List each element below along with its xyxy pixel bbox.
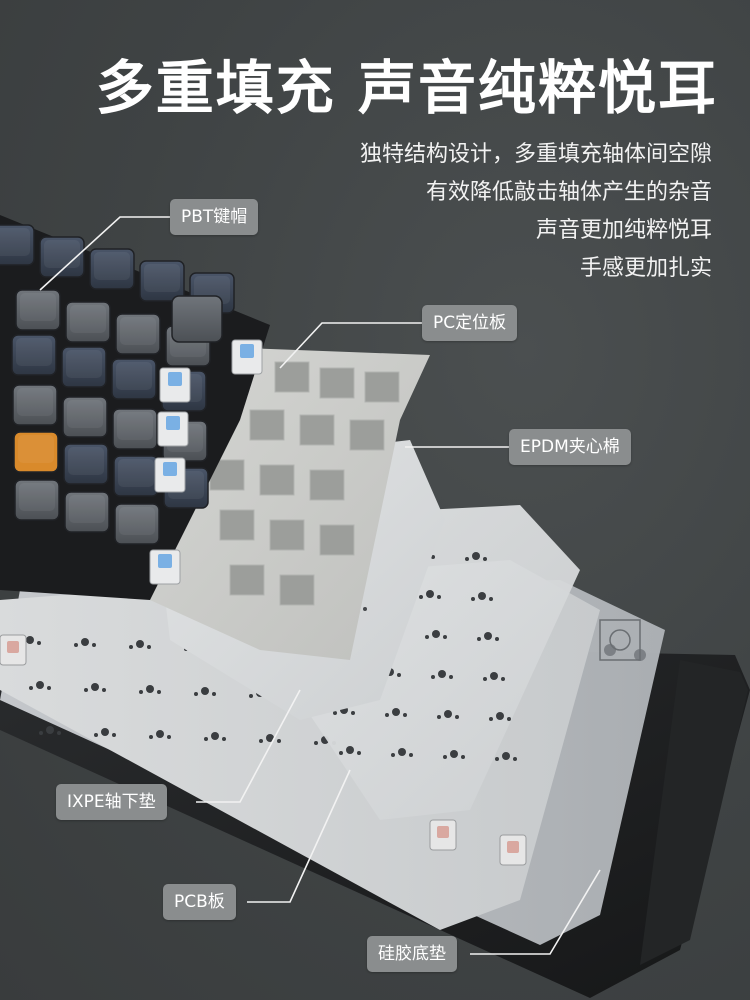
keycap (139, 260, 185, 302)
callout-pc-plate: PC定位板 (422, 305, 518, 341)
plate-cutout (349, 419, 385, 451)
plate-cutout (219, 509, 255, 541)
keycap (61, 346, 107, 388)
plate-cutout (269, 519, 305, 551)
plate-cutout (229, 564, 265, 596)
plate-cutout (319, 524, 355, 556)
headline: 多重填充 声音纯粹悦耳 (95, 54, 718, 122)
keycap (89, 248, 135, 290)
keycap (115, 313, 161, 355)
keycap (111, 358, 157, 400)
plate-cutout (319, 367, 355, 399)
plate-cutout (274, 361, 310, 393)
callout-pcb: PCB板 (163, 884, 236, 920)
plate-cutout (309, 469, 345, 501)
keycap (15, 289, 61, 331)
callout-leader-lines (39, 216, 601, 955)
keycap (112, 408, 158, 450)
description-line: 独特结构设计，多重填充轴体间空隙 (359, 142, 712, 167)
keycap (65, 301, 111, 343)
description-line: 手感更加扎实 (579, 256, 712, 281)
plate-cutout (299, 414, 335, 446)
callout-pbt-keycaps: PBT键帽 (170, 199, 259, 235)
keycap (13, 431, 59, 473)
keycap (64, 491, 110, 533)
keycap (12, 384, 58, 426)
plate-cutout (279, 574, 315, 606)
keycap (11, 334, 57, 376)
keycap (171, 295, 223, 343)
keycap (39, 236, 85, 278)
keycap (114, 503, 160, 545)
keycap (63, 443, 109, 485)
keycap (14, 479, 60, 521)
description-line: 声音更加纯粹悦耳 (535, 218, 712, 243)
keycap (0, 224, 35, 266)
keycap (62, 396, 108, 438)
callout-epdm-foam: EPDM夹心棉 (509, 429, 631, 465)
description: 独特结构设计，多重填充轴体间空隙 有效降低敲击轴体产生的杂音 声音更加纯粹悦耳 … (252, 136, 712, 288)
plate-cutout (259, 464, 295, 496)
callout-silicone-pad: 硅胶底垫 (367, 936, 457, 972)
plate-cutout (249, 409, 285, 441)
callout-ixpe-pad: IXPE轴下垫 (56, 784, 167, 820)
description-line: 有效降低敲击轴体产生的杂音 (425, 180, 712, 205)
plate-cutout (364, 371, 400, 403)
